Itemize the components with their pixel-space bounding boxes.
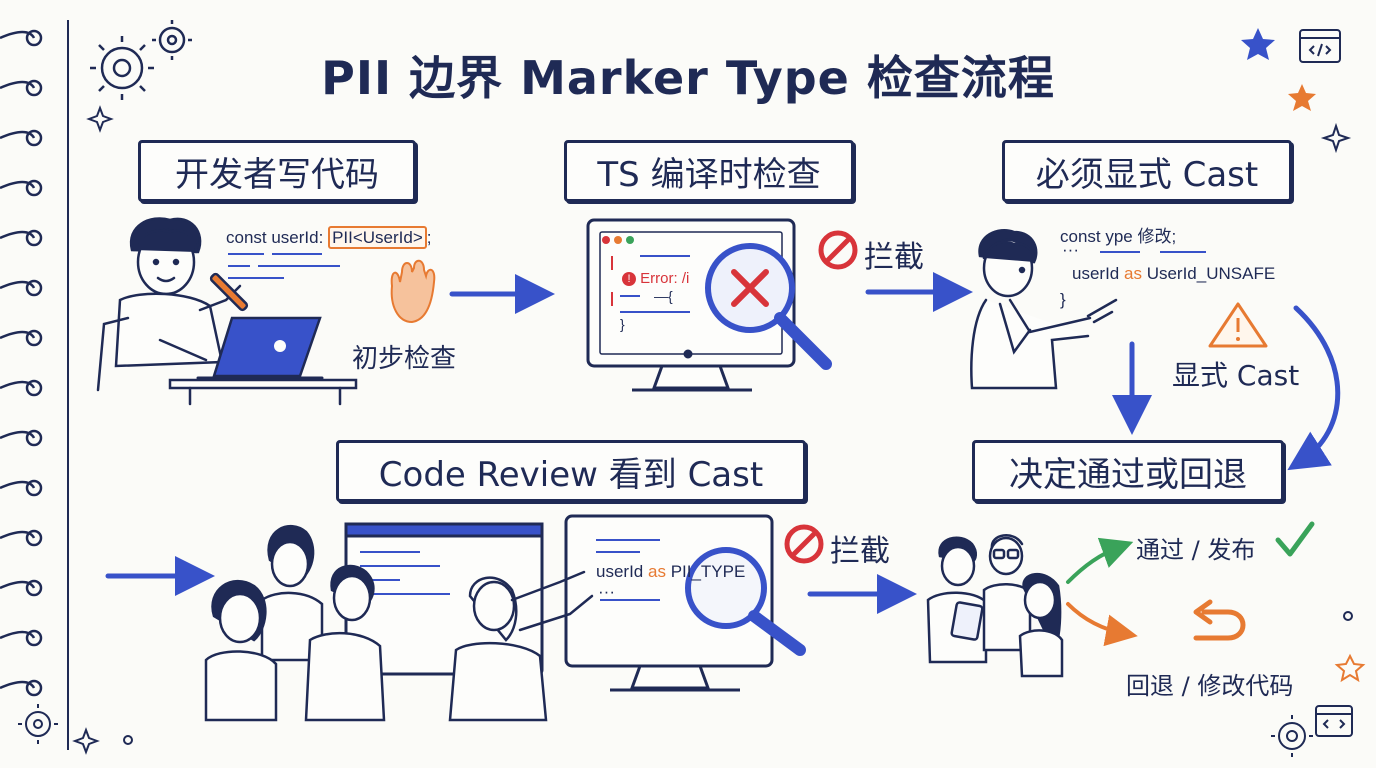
check-icon bbox=[1275, 521, 1315, 557]
code-lines bbox=[620, 255, 690, 313]
cast-code-line-2: ··· bbox=[1062, 240, 1079, 259]
flow-arrows bbox=[105, 272, 1341, 614]
hand-stop-icon bbox=[390, 259, 436, 324]
cast-code-line-1: const ype 修改; bbox=[1060, 227, 1177, 246]
code-window-icon bbox=[1299, 29, 1353, 737]
initial-check-label: 初步检查 bbox=[352, 344, 457, 374]
warning-icon bbox=[1208, 302, 1268, 348]
dev-code-line: const userId: PII<UserId>; bbox=[226, 226, 432, 249]
code-lines bbox=[360, 551, 450, 595]
cast-type: UserId_UNSAFE bbox=[1146, 264, 1276, 283]
stop-icon bbox=[784, 524, 824, 564]
outcome-rollback-label: 回退 / 修改代码 bbox=[1126, 672, 1294, 700]
blocked-label-1: 拦截 bbox=[864, 240, 924, 275]
review-type: PII_TYPE bbox=[670, 562, 746, 581]
compile-error-text: ! Error: /i bbox=[622, 270, 689, 287]
code-pii-type: PII<UserId> bbox=[328, 226, 427, 249]
error-message: Error: /i bbox=[640, 270, 690, 287]
developer-illustration bbox=[96, 217, 358, 406]
undo-icon bbox=[1193, 599, 1246, 641]
code-lines bbox=[228, 253, 340, 279]
outcome-arrows bbox=[1066, 537, 1138, 647]
cast-var: userId bbox=[1072, 264, 1120, 283]
code-suffix: ; bbox=[426, 228, 432, 247]
cast-code-line-3: userId as UserId_UNSAFE bbox=[1072, 264, 1275, 284]
cast-code-line-4: } bbox=[1060, 290, 1066, 309]
decision-team-illustration bbox=[926, 534, 1064, 678]
pointing-person-illustration bbox=[970, 229, 1118, 390]
magnifier-icon bbox=[685, 547, 806, 656]
outcome-pass-label: 通过 / 发布 bbox=[1136, 536, 1256, 564]
step-dev-write: 开发者写代码 bbox=[138, 140, 416, 202]
review-var: userId bbox=[596, 562, 644, 581]
magnifier-icon bbox=[705, 243, 832, 370]
step-ts-check: TS 编译时检查 bbox=[564, 140, 854, 202]
sparkle-icon bbox=[72, 105, 1353, 755]
step-explicit-cast: 必须显式 Cast bbox=[1002, 140, 1292, 202]
code-prefix: const userId: bbox=[226, 228, 329, 247]
compile-line-3: } bbox=[620, 316, 625, 332]
explicit-cast-label: 显式 Cast bbox=[1172, 359, 1300, 392]
stop-icon bbox=[818, 230, 858, 270]
compile-line-2: —{ bbox=[654, 288, 673, 304]
gear-icon bbox=[90, 20, 192, 100]
window-dots bbox=[602, 236, 634, 244]
review-team-illustration bbox=[204, 524, 594, 722]
blocked-label-2: 拦截 bbox=[830, 534, 890, 569]
step-code-review: Code Review 看到 Cast bbox=[336, 440, 806, 502]
gear-icon bbox=[18, 704, 1313, 757]
step-decide: 决定通过或回退 bbox=[972, 440, 1284, 502]
review-keyword: as bbox=[647, 562, 666, 581]
review-code-dots: ··· bbox=[598, 582, 615, 601]
page-title: PII 边界 Marker Type 检查流程 bbox=[321, 51, 1055, 105]
spiral-binding bbox=[0, 20, 69, 750]
review-code-line: userId as PII_TYPE bbox=[596, 562, 745, 582]
star-icon bbox=[1241, 28, 1366, 683]
review-monitor-back bbox=[344, 522, 544, 676]
cast-keyword: as bbox=[1123, 264, 1142, 283]
error-icon: ! bbox=[622, 272, 636, 287]
code-lines bbox=[596, 539, 660, 601]
